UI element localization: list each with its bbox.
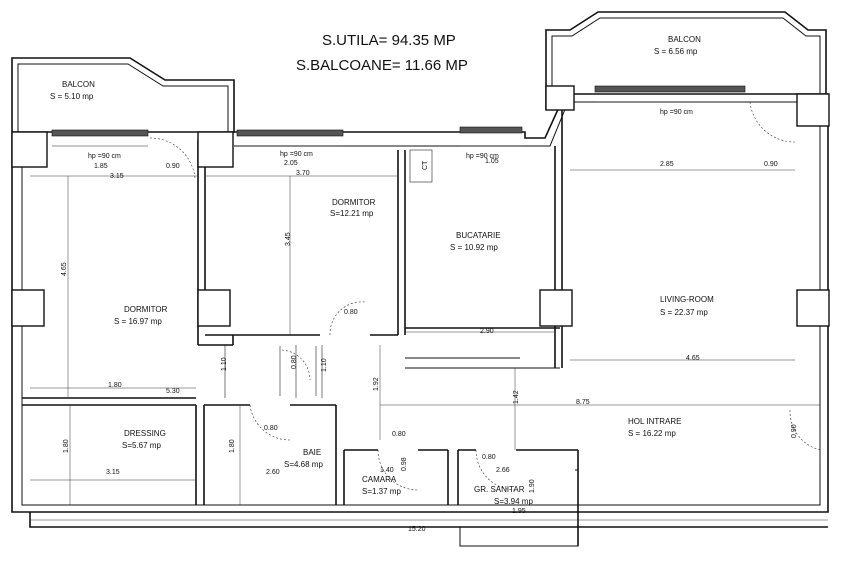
dim-0-80-d: 0.80 (392, 431, 406, 438)
camara-area: S=1.37 mp (362, 487, 401, 496)
dim-0-80-b: 0.80 (291, 355, 298, 369)
dim-3-15-a: 3.15 (110, 173, 124, 180)
dim-5-30: 5.30 (166, 388, 180, 395)
columns (11, 85, 830, 327)
dim-0-90-c: 0.90 (791, 424, 798, 438)
dim-3-45: 3.45 (285, 232, 292, 246)
dimension-lines (30, 169, 828, 521)
dim-1-42: 1.42 (513, 390, 520, 404)
dim-0-80-c: 0.80 (264, 425, 278, 432)
dim-0-80-a: 0.80 (344, 309, 358, 316)
balcon-right-name: BALCON (668, 35, 701, 44)
baie-area: S=4.68 mp (284, 460, 323, 469)
dim-0-80-e: 0.80 (482, 454, 496, 461)
dim-8-75: 8.75 (576, 399, 590, 406)
dim-4-65-a: 4.65 (61, 262, 68, 276)
dim-1-92: 1.92 (373, 377, 380, 391)
dim-2-85: 2.85 (660, 161, 674, 168)
dormitor-large-area: S = 16.97 mp (114, 317, 162, 326)
dim-1-80-c: 1.80 (229, 439, 236, 453)
dim-1-85: 1.85 (94, 163, 108, 170)
hp-label-3: hp =90 cm (466, 153, 499, 160)
interior-walls (22, 110, 579, 505)
dressing-area: S=5.67 mp (122, 441, 161, 450)
doors (149, 101, 821, 491)
dim-0-90-b: 0.90 (764, 161, 778, 168)
dim-4-65-b: 4.65 (686, 355, 700, 362)
living-area: S = 22.37 mp (660, 308, 708, 317)
dim-1-90: 1.90 (529, 479, 536, 493)
camara-name: CAMARA (362, 475, 397, 484)
dormitor-small-name: DORMITOR (332, 198, 376, 207)
dormitor-large-name: DORMITOR (124, 305, 168, 314)
dim-0-98: 0.98 (401, 457, 408, 471)
hp-label-1: hp =90 cm (88, 153, 121, 160)
surface-usable: S.UTILA= 94.35 MP (322, 32, 456, 49)
dim-15-20: 15.20 (408, 526, 426, 533)
living-name: LIVING-ROOM (660, 295, 714, 304)
dim-1-05: 1.05 (485, 158, 499, 165)
bucatarie-area: S = 10.92 mp (450, 243, 498, 252)
dim-1-80-b: 1.80 (63, 439, 70, 453)
balcon-left-area: S = 5.10 mp (50, 92, 94, 101)
dim-2-90: 2.90 (480, 328, 494, 335)
dim-0-90-a: 0.90 (166, 163, 180, 170)
ct-label: CT (422, 160, 429, 170)
hol-name: HOL INTRARE (628, 417, 682, 426)
bucatarie-name: BUCATARIE (456, 231, 501, 240)
hol-area: S = 16.22 mp (628, 429, 676, 438)
surface-balconies: S.BALCOANE= 11.66 MP (296, 57, 468, 74)
dim-1-95: 1.95 (512, 508, 526, 515)
gr-sanitar-name: GR. SANITAR (474, 485, 525, 494)
dim-2-05: 2.05 (284, 160, 298, 167)
dim-1-10-a: 1.10 (221, 357, 228, 371)
dim-2-66: 2.66 (496, 467, 510, 474)
hp-label-4: hp =90 cm (660, 109, 693, 116)
hp-label-2: hp =90 cm (280, 151, 313, 158)
dim-3-70: 3.70 (296, 170, 310, 177)
dim-1-80-a: 1.80 (108, 382, 122, 389)
dim-1-10-b: 1.10 (321, 358, 328, 372)
gr-sanitar-area: S=3.94 mp (494, 497, 533, 506)
dressing-name: DRESSING (124, 429, 166, 438)
balcon-left-name: BALCON (62, 80, 95, 89)
dim-1-40: 1.40 (380, 467, 394, 474)
balcony-right (545, 11, 827, 110)
balcon-right-area: S = 6.56 mp (654, 47, 698, 56)
windows (51, 85, 746, 147)
dormitor-small-area: S=12.21 mp (330, 209, 374, 218)
ct-box (409, 149, 433, 183)
dim-2-60: 2.60 (266, 469, 280, 476)
dim-3-15-b: 3.15 (106, 469, 120, 476)
baie-name: BAIE (303, 448, 321, 457)
balcony-left (11, 57, 235, 132)
